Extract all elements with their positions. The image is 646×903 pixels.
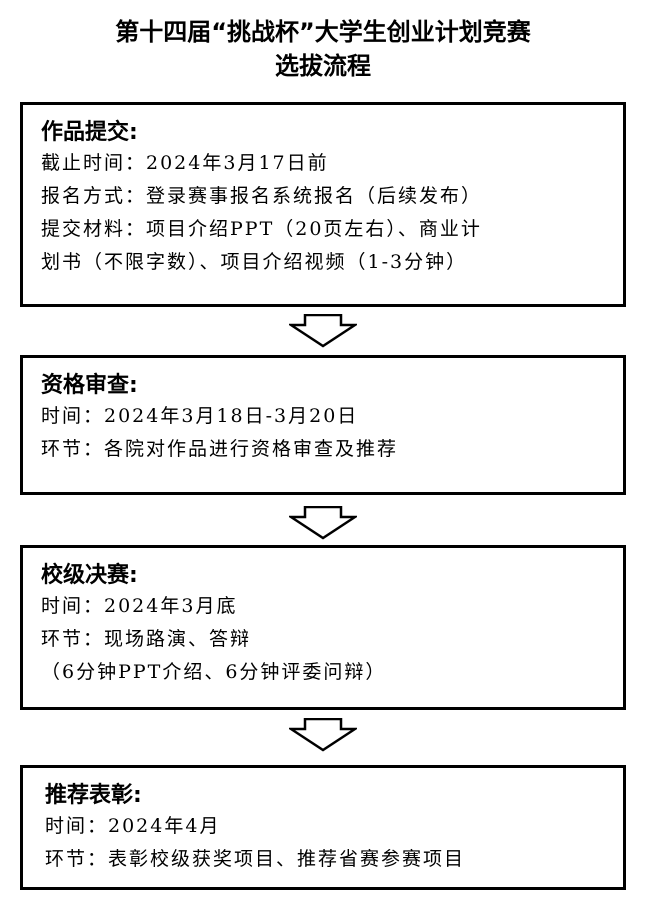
step-line-registration: 报名方式：登录赛事报名系统报名（后续发布） [41,185,483,207]
step-line-materials: 提交材料：项目介绍PPT（20页左右）、商业计 [41,218,482,240]
step-line-note: （6分钟PPT介绍、6分钟评委问辩） [41,661,387,683]
step-box-qualification-review: 资格审查: 时间：2024年3月18日-3月20日 环节：各院对作品进行资格审查… [20,355,626,495]
step-line-time: 时间：2024年4月 [45,815,221,837]
step-line-deadline: 截止时间：2024年3月17日前 [41,152,329,174]
down-arrow-icon [289,506,357,540]
step-box-submission: 作品提交: 截止时间：2024年3月17日前 报名方式：登录赛事报名系统报名（后… [20,102,626,307]
down-arrow-icon [289,314,357,348]
down-arrow-icon [289,718,357,752]
step-line-process: 环节：各院对作品进行资格审查及推荐 [41,438,399,460]
step-heading: 作品提交: [41,120,138,145]
step-heading: 校级决赛: [41,563,138,588]
step-line-process: 环节：表彰校级获奖项目、推荐省赛参赛项目 [45,848,466,870]
step-heading: 推荐表彰: [45,783,142,808]
step-heading: 资格审查: [41,373,138,398]
step-line-materials-cont: 划书（不限字数）、项目介绍视频（1-3分钟） [41,251,468,273]
step-line-time: 时间：2024年3月底 [41,595,238,617]
step-box-school-final: 校级决赛: 时间：2024年3月底 环节：现场路演、答辩 （6分钟PPT介绍、6… [20,545,626,710]
step-box-recommendation: 推荐表彰: 时间：2024年4月 环节：表彰校级获奖项目、推荐省赛参赛项目 [20,765,626,890]
page-subtitle: 选拔流程 [275,52,371,80]
step-line-time: 时间：2024年3月18日-3月20日 [41,405,359,427]
step-line-process: 环节：现场路演、答辩 [41,628,252,650]
page-title: 第十四届“挑战杯”大学生创业计划竞赛 [115,18,531,46]
